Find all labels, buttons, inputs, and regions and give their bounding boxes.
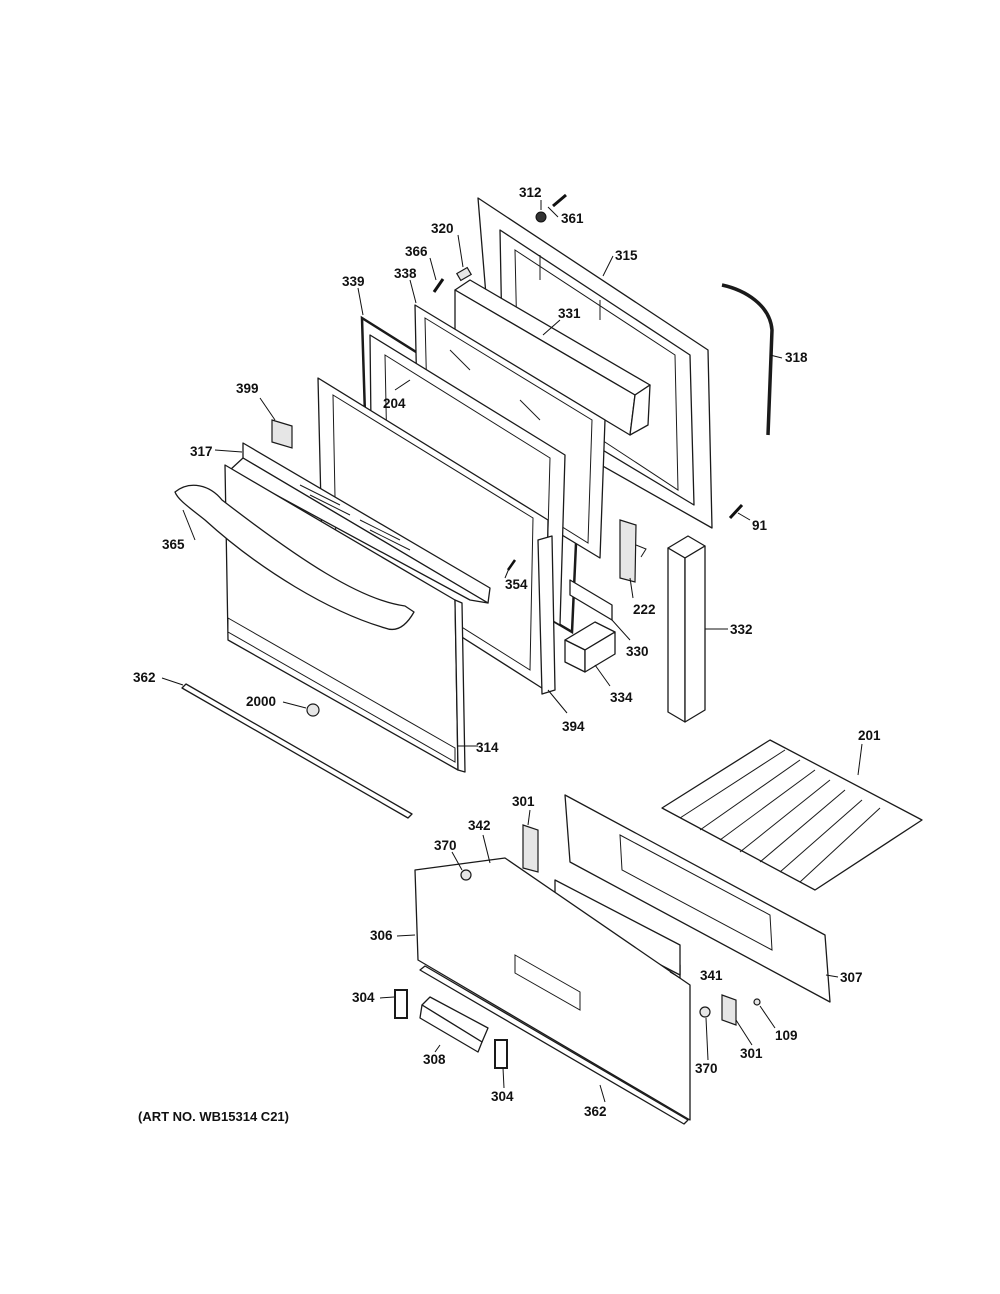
- callout-314: 314: [476, 740, 499, 755]
- callout-361: 361: [561, 211, 584, 226]
- part-365-handle: [174, 484, 415, 631]
- callout-394: 394: [562, 719, 585, 734]
- part-301-slide-upper: [522, 824, 539, 873]
- leader-lines: [161, 200, 863, 1103]
- part-331-insulation: [454, 279, 651, 436]
- callout-222: 222: [633, 602, 656, 617]
- callout-91: 91: [752, 518, 768, 533]
- callout-304-left: 304: [352, 990, 375, 1005]
- part-370-bumper-upper: [460, 869, 472, 881]
- callout-317: 317: [190, 444, 213, 459]
- callout-399: 399: [236, 381, 259, 396]
- part-314-outer-door-panel: [224, 464, 466, 773]
- callout-341: 341: [700, 968, 723, 983]
- callout-306: 306: [370, 928, 393, 943]
- callout-109: 109: [775, 1028, 798, 1043]
- part-362-door-bottom-trim: [181, 683, 413, 819]
- callout-339: 339: [342, 274, 365, 289]
- part-399-bracket: [271, 419, 293, 449]
- callout-318: 318: [785, 350, 808, 365]
- callout-331: 331: [558, 306, 581, 321]
- callout-362-upper: 362: [133, 670, 156, 685]
- callout-labels: 312 361 320 366 315 339 338 331 318 399 …: [133, 185, 881, 1124]
- callout-2000: 2000: [246, 694, 276, 709]
- callout-342: 342: [468, 818, 491, 833]
- part-318-gasket: [721, 283, 774, 436]
- part-91-screw: [728, 503, 744, 520]
- callout-308: 308: [423, 1052, 446, 1067]
- part-222-hinge: [619, 519, 647, 583]
- part-201-oven-rack: [661, 739, 923, 891]
- callout-312: 312: [519, 185, 542, 200]
- callout-338: 338: [394, 266, 417, 281]
- callout-332: 332: [730, 622, 753, 637]
- part-330-strip: [569, 579, 613, 621]
- part-109-screw: [753, 998, 761, 1006]
- callout-315: 315: [615, 248, 638, 263]
- part-306-drawer-front: [414, 857, 691, 1121]
- callout-201: 201: [858, 728, 881, 743]
- part-308-drawer-handle: [419, 996, 489, 1053]
- callout-304-right: 304: [491, 1089, 514, 1104]
- callout-204: 204: [383, 396, 406, 411]
- callout-301-upper: 301: [512, 794, 535, 809]
- part-304-clip-left: [394, 989, 408, 1019]
- part-361-screw: [552, 193, 567, 208]
- callout-354: 354: [505, 577, 528, 592]
- part-312-nut: [535, 211, 547, 223]
- callout-330: 330: [626, 644, 649, 659]
- part-370-bumper-lower: [699, 1006, 711, 1018]
- part-362-drawer-trim: [419, 965, 689, 1125]
- art-number: (ART NO. WB15314 C21): [138, 1109, 289, 1124]
- callout-370-upper: 370: [434, 838, 457, 853]
- part-307-drawer-body: [564, 794, 831, 1003]
- part-394-side-trim: [537, 535, 556, 695]
- part-317-vent-panel: [229, 442, 491, 604]
- part-332-insulation-strip: [667, 535, 706, 723]
- callout-362-lower: 362: [584, 1104, 607, 1119]
- part-2000-badge: [306, 703, 320, 717]
- callout-370-lower: 370: [695, 1061, 718, 1076]
- part-366-screw: [432, 278, 445, 293]
- callout-366: 366: [405, 244, 428, 259]
- callout-301-lower: 301: [740, 1046, 763, 1061]
- part-304-clip-right: [494, 1039, 508, 1069]
- part-301-slide-lower: [721, 994, 737, 1026]
- callout-365: 365: [162, 537, 185, 552]
- callout-307: 307: [840, 970, 863, 985]
- part-320-clip: [455, 266, 473, 282]
- callout-334: 334: [610, 690, 633, 705]
- part-334-insulation: [564, 621, 616, 673]
- callout-320: 320: [431, 221, 454, 236]
